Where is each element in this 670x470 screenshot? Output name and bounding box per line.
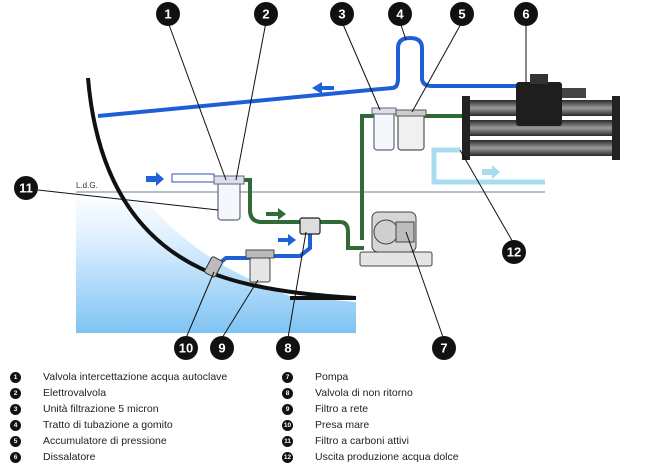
carbon-filter	[217, 179, 241, 221]
legend-label: Filtro a rete	[315, 403, 369, 415]
sea-inlet	[204, 256, 223, 278]
svg-text:4: 4	[396, 7, 404, 22]
legend-num: 8	[282, 387, 293, 399]
pressure-accumulator	[397, 113, 425, 151]
legend-item-5: 5 Accumulatore di pressione	[10, 434, 167, 448]
green-pipe-riser	[360, 114, 462, 240]
legend-label: Pompa	[315, 371, 349, 383]
legend-item-1: 1 Valvola intercettazione acqua autoclav…	[10, 370, 227, 384]
legend-num: 3	[10, 403, 21, 415]
carbon-filter-pipe	[171, 173, 215, 183]
legend-num: 11	[282, 435, 293, 447]
legend-label: Valvola di non ritorno	[315, 387, 413, 399]
legend-label: Valvola intercettazione acqua autoclave	[43, 371, 228, 383]
hull	[86, 77, 357, 300]
callout-11: 11	[14, 176, 38, 200]
svg-text:6: 6	[522, 7, 529, 22]
legend-label: Elettrovalvola	[43, 387, 107, 399]
svg-text:2: 2	[262, 7, 269, 22]
legend-item-4: 4 Tratto di tubazione a gomito	[10, 418, 173, 432]
legend-label: Unità filtrazione 5 micron	[43, 403, 159, 415]
legend-item-10: 10 Presa mare	[282, 418, 369, 432]
callout-12: 12	[502, 240, 526, 264]
legend-item-2: 2 Elettrovalvola	[10, 386, 106, 400]
svg-text:12: 12	[507, 245, 521, 260]
callout-9: 9	[210, 336, 234, 360]
svg-text:7: 7	[440, 341, 447, 356]
flow-arrow-top	[312, 82, 334, 94]
svg-text:10: 10	[179, 341, 193, 356]
legend: 1 Valvola intercettazione acqua autoclav…	[0, 366, 670, 470]
legend-num: 4	[10, 419, 21, 431]
flow-arrow-inlet	[278, 234, 296, 246]
legend-item-7: 7 Pompa	[282, 370, 348, 384]
legend-label: Dissalatore	[43, 451, 96, 463]
legend-item-9: 9 Filtro a rete	[282, 402, 368, 416]
flow-arrow-carbon	[146, 172, 164, 186]
legend-num: 2	[10, 387, 21, 399]
check-valve	[299, 217, 321, 235]
flow-arrow-green	[266, 208, 286, 220]
legend-num: 7	[282, 371, 293, 383]
filter-5-micron	[373, 111, 395, 151]
legend-item-12: 12 Uscita produzione acqua dolce	[282, 450, 459, 464]
svg-text:5: 5	[458, 7, 465, 22]
installation-diagram: L.d.G.	[14, 2, 620, 360]
legend-label: Presa mare	[315, 419, 370, 431]
legend-num: 1	[10, 371, 21, 383]
legend-item-6: 6 Dissalatore	[10, 450, 96, 464]
callout-leaders	[37, 21, 527, 341]
pump	[359, 211, 433, 267]
callout-3: 3	[330, 2, 354, 26]
callout-5: 5	[450, 2, 474, 26]
blue-pipe-top	[97, 35, 518, 118]
waterline-label: L.d.G.	[76, 181, 98, 190]
flow-arrow-output	[482, 165, 500, 179]
output-pipe	[431, 147, 545, 185]
callout-8: 8	[276, 336, 300, 360]
callout-4: 4	[388, 2, 412, 26]
legend-label: Uscita produzione acqua dolce	[315, 451, 459, 463]
callout-2: 2	[254, 2, 278, 26]
svg-text:3: 3	[338, 7, 345, 22]
legend-item-11: 11 Filtro a carboni attivi	[282, 434, 409, 448]
legend-label: Filtro a carboni attivi	[315, 435, 409, 447]
svg-text:1: 1	[164, 7, 171, 22]
svg-text:9: 9	[218, 341, 225, 356]
net-filter	[249, 257, 271, 283]
callout-6: 6	[514, 2, 538, 26]
legend-num: 6	[10, 451, 21, 463]
legend-item-3: 3 Unità filtrazione 5 micron	[10, 402, 159, 416]
callout-10: 10	[174, 336, 198, 360]
svg-text:8: 8	[284, 341, 291, 356]
legend-num: 10	[282, 419, 293, 431]
legend-item-8: 8 Valvola di non ritorno	[282, 386, 413, 400]
legend-label: Accumulatore di pressione	[43, 435, 167, 447]
desalinator	[462, 74, 620, 160]
green-pipe-main	[240, 178, 364, 250]
legend-num: 12	[282, 451, 293, 463]
callout-1: 1	[156, 2, 180, 26]
legend-label: Tratto di tubazione a gomito	[43, 419, 173, 431]
legend-num: 9	[282, 403, 293, 415]
callout-7: 7	[432, 336, 456, 360]
legend-num: 5	[10, 435, 21, 447]
svg-text:11: 11	[19, 181, 33, 196]
